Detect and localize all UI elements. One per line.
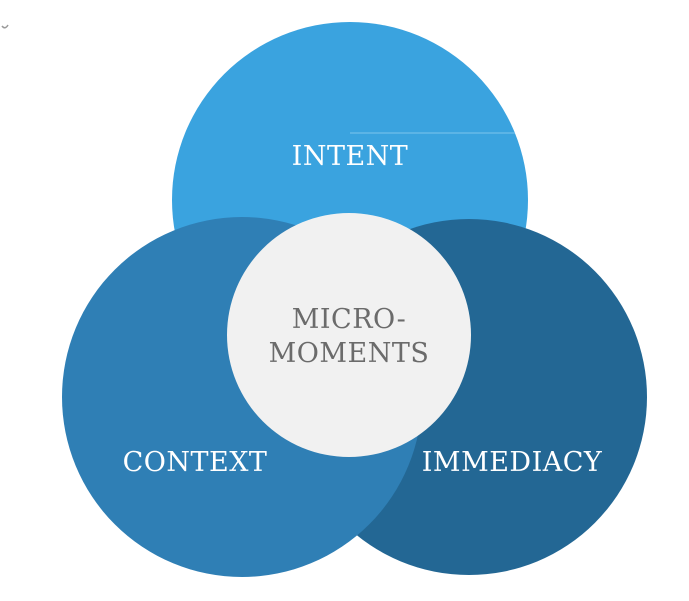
corner-mark xyxy=(1,24,9,29)
center-circle xyxy=(227,213,471,457)
center-label-line2: MOMENTS xyxy=(269,338,430,369)
immediacy-label: IMMEDIACY xyxy=(422,447,603,478)
context-label: CONTEXT xyxy=(123,447,268,478)
intent-label: INTENT xyxy=(292,141,409,172)
center-label-line1: MICRO- xyxy=(292,304,407,335)
